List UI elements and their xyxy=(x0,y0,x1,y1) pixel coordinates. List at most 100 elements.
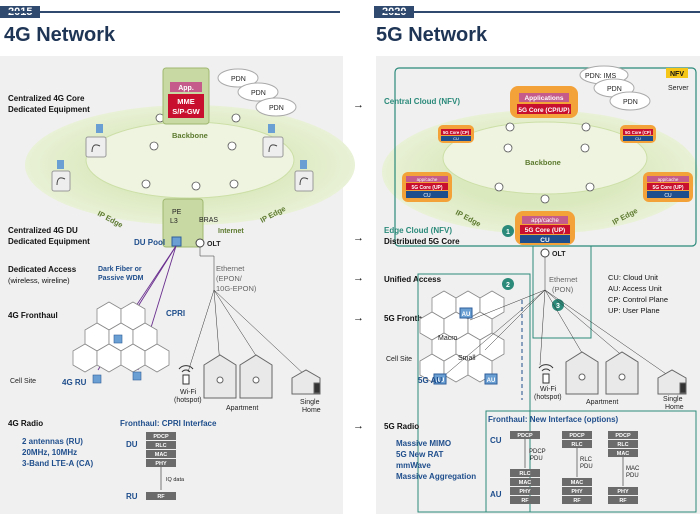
cu-stack-label: CU xyxy=(490,436,502,445)
au-5g-label: 5G AU xyxy=(418,376,442,385)
pdn-label-2-4g: PDN xyxy=(251,90,266,97)
ru-label-4g: 4G RU xyxy=(62,378,87,387)
radio-spec-5g-4: Massive Aggregation xyxy=(396,472,476,481)
radio-spec-5g-1: Massive MIMO xyxy=(396,439,451,448)
pdn-clouds-4g xyxy=(217,68,297,117)
edge-app-cache-label: app/cache xyxy=(531,218,559,224)
legend-au: AU: Access Unit xyxy=(608,284,663,293)
applications-label: Applications xyxy=(524,95,563,102)
cu-stacks-5g: PDCP PDCP RLC PDCP RLC MAC xyxy=(510,431,638,457)
core-cpup-label: 5G Core (CP/UP) xyxy=(518,107,569,114)
mac-pdu-2: PDU xyxy=(626,473,639,479)
home-icon-4g xyxy=(291,369,321,395)
macro-label: Macro xyxy=(438,335,458,342)
nfv-badge xyxy=(666,68,688,78)
stack-rf-4g: RF xyxy=(157,494,165,500)
badge-3 xyxy=(552,299,564,311)
au-mac-1: MAC xyxy=(519,480,532,486)
fronthaul-title-4g: Fronthaul: CPRI Interface xyxy=(120,419,217,428)
wifi-label-4g-1: Wi-Fi xyxy=(180,389,197,396)
badge-2 xyxy=(502,278,514,290)
edge-core-up-label: 5G Core (UP) xyxy=(525,227,565,234)
l3-label-4g: L3 xyxy=(170,218,178,225)
label-cellsite: Cell Site xyxy=(10,378,36,385)
pdcp-pdu-2: PDU xyxy=(530,456,543,462)
app-cache-label-1: app/cache xyxy=(417,177,438,182)
applications-box xyxy=(519,93,569,102)
pdn-clouds-5g xyxy=(579,65,651,111)
ethernet-5g-1: Ethernet xyxy=(549,275,578,284)
ethernet-4g-2: (EPON/ xyxy=(216,274,243,283)
single-home-4g-1: Single xyxy=(300,399,320,406)
au-rf-1: RF xyxy=(521,498,529,504)
ru-stack-label-4g: RU xyxy=(126,492,138,501)
legend-cu: CU: Cloud Unit xyxy=(608,273,659,282)
hex-grid-5g xyxy=(419,290,505,383)
pdn-label-1-4g: PDN xyxy=(231,76,246,83)
transition-arrows: → → → → → xyxy=(353,99,364,432)
label-core-2: Dedicated Equipment xyxy=(8,105,90,114)
du-pool-server-4g xyxy=(162,198,204,248)
legend-5g: CU: Cloud Unit AU: Access Unit CP: Contr… xyxy=(608,273,668,315)
cu-rlc-2: RLC xyxy=(571,442,582,448)
au-phy-2: PHY xyxy=(571,489,583,495)
legend-cp: CP: Control Plane xyxy=(608,295,668,304)
label-access-2: (wireless, wireline) xyxy=(8,276,70,285)
central-cloud-label: Central Cloud (NFV) xyxy=(384,97,460,106)
cu-mac-3: MAC xyxy=(617,451,630,457)
fronthaul-region-box xyxy=(417,273,531,513)
mac-pdu-1: MAC xyxy=(626,466,640,472)
left-row-labels: Centralized 4G Core Dedicated Equipment … xyxy=(8,94,90,428)
au-icons-5g: AU AU AU xyxy=(433,307,498,385)
du-pool-icon-4g xyxy=(171,236,182,247)
mme-box-4g xyxy=(168,94,204,118)
au-stack-label: AU xyxy=(490,490,502,499)
du-label-4g: DU xyxy=(126,440,138,449)
cellsite-5g-label: Cell Site xyxy=(386,356,412,363)
edge-cloud-label: Edge Cloud (NFV) xyxy=(384,226,452,235)
small-label: Small xyxy=(458,355,476,362)
server-label: Server xyxy=(668,85,689,92)
title-4g: 4G Network xyxy=(4,24,116,46)
edge-node-icons-4g xyxy=(51,124,314,192)
radio-spec-5g-3: mmWave xyxy=(396,461,431,470)
radio-spec-4g-1: 2 antennas (RU) xyxy=(22,437,83,446)
bras-label-4g: BRAS xyxy=(199,217,218,224)
nfv-badge-label: NFV xyxy=(670,71,684,78)
ru-icons-4g xyxy=(92,334,142,384)
sgw-label-4g: S/P-GW xyxy=(172,107,200,116)
radio-spec-4g-2: 20MHz, 10MHz xyxy=(22,448,77,457)
pdn-label-1-5g: PDN xyxy=(607,86,622,93)
title-5g: 5G Network xyxy=(376,24,488,46)
radio-5g-label: 5G Radio xyxy=(384,422,419,431)
backbone-label-5g: Backbone xyxy=(525,158,561,167)
label-du-2: Dedicated Equipment xyxy=(8,237,90,246)
cu-pdcp-1: PDCP xyxy=(517,433,533,439)
small-core-right-mid: app/cache 5G Core (UP) CU xyxy=(643,172,693,202)
badge-2-label: 2 xyxy=(506,282,510,289)
au-icon-label-1: AU xyxy=(462,312,471,318)
radio-spec-5g-2: 5G New RAT xyxy=(396,450,444,459)
single-home-5g-2: Home xyxy=(665,404,684,411)
cu-label-3: CU xyxy=(423,193,431,199)
core-up-label-1: 5G Core (UP) xyxy=(411,185,442,191)
radio-spec-4g-3: 3-Band LTE-A (CA) xyxy=(22,459,93,468)
core-cpup-box xyxy=(517,104,571,114)
cpri-label: CPRI xyxy=(166,309,185,318)
du-pool-label-4g: DU Pool xyxy=(134,238,165,247)
fronthaul-interface-box xyxy=(485,410,697,513)
apartment-label-5g: Apartment xyxy=(586,399,618,406)
distributed-core-label: Distributed 5G Core xyxy=(384,237,460,246)
ethernet-fan-4g xyxy=(187,247,309,379)
backbone-label-4g: Backbone xyxy=(172,131,208,140)
edge-cu-box xyxy=(520,235,570,243)
pdu-connectors xyxy=(524,439,624,486)
rlc-pdu-2: PDU xyxy=(580,464,593,470)
iq-data-label: IQ data xyxy=(166,477,185,483)
access-box xyxy=(532,245,592,339)
app-cache-label-2: app/cache xyxy=(658,177,679,182)
legend-up: UP: User Plane xyxy=(608,306,660,315)
apartment-label-4g: Apartment xyxy=(226,405,258,412)
arrow-core: → xyxy=(353,99,364,111)
